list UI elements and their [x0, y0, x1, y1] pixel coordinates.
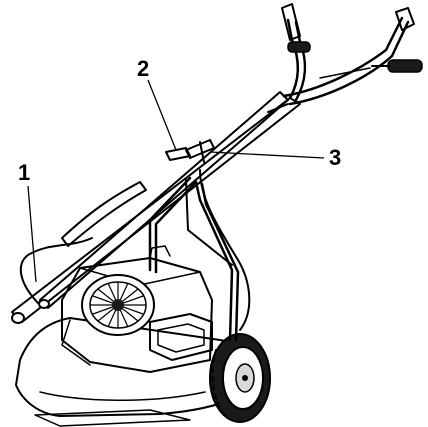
control-cable — [19, 169, 251, 331]
right-grip — [371, 7, 423, 73]
handle-clamp — [165, 139, 215, 163]
callout-3: 3 — [329, 145, 341, 170]
leader-lines — [27, 79, 325, 283]
leader-line-1 — [27, 185, 37, 283]
handle-bar — [11, 91, 301, 324]
callout-2: 2 — [137, 56, 149, 81]
leader-line-2 — [147, 79, 177, 151]
engine — [61, 245, 213, 373]
left-grip — [281, 3, 311, 53]
callout-1: 1 — [18, 160, 30, 185]
leader-line-3 — [209, 151, 325, 159]
upper-handle — [267, 3, 423, 113]
rear-wheel — [209, 333, 271, 423]
